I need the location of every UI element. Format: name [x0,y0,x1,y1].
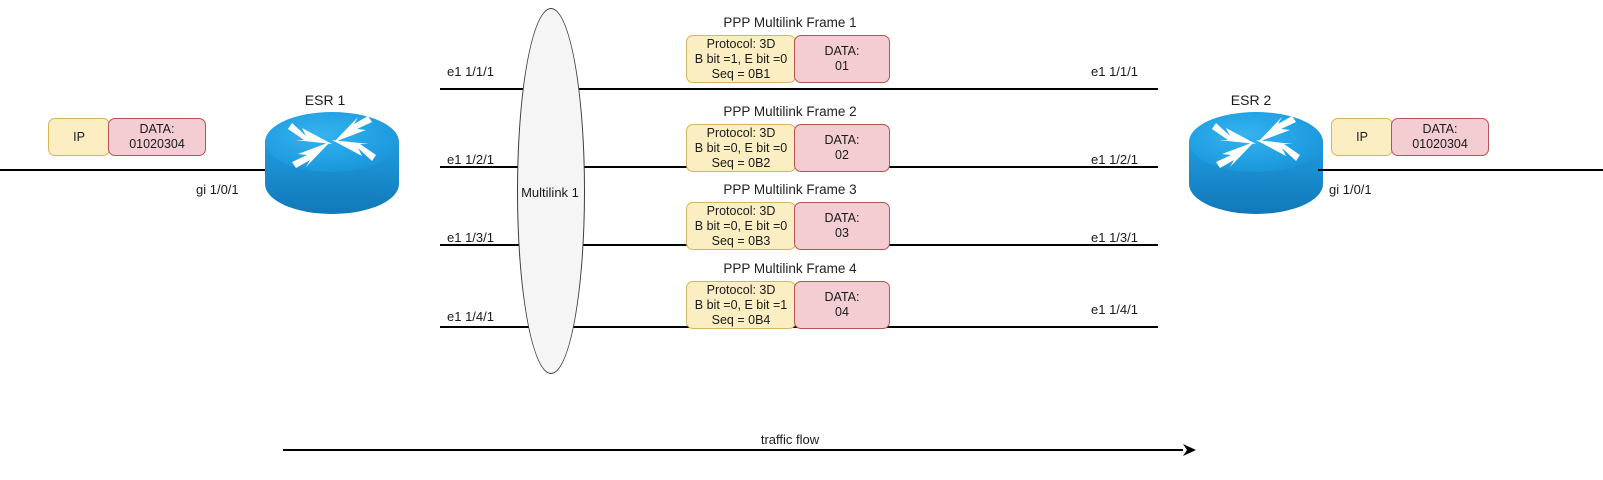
frame-4-packet: Protocol: 3D B bit =0, E bit =1 Seq = 0B… [686,281,890,329]
frame-4-seq: Seq = 0B4 [711,312,771,327]
link-2-right-interface: e1 1/2/1 [1091,152,1138,167]
frame-4-bits: B bit =0, E bit =1 [694,297,788,312]
link-4-right-interface: e1 1/4/1 [1091,302,1138,317]
frame-1-seq: Seq = 0B1 [711,66,771,81]
traffic-flow-arrow [283,440,1198,465]
frame-2-protocol: Protocol: 3D [706,125,776,140]
frame-4-data-value: 04 [835,305,849,319]
frame-4-title: PPP Multilink Frame 4 [723,261,857,276]
frame-1-title: PPP Multilink Frame 1 [723,15,857,30]
link-2-left-interface: e1 1/2/1 [447,152,494,167]
frame-3-data-value: 03 [835,226,849,240]
frame-4-header: Protocol: 3D B bit =0, E bit =1 Seq = 0B… [686,281,796,329]
right-router-interface-label: gi 1/0/1 [1329,182,1372,197]
left-router-title: ESR 1 [304,92,346,108]
router-icon-esr2[interactable] [1186,112,1326,227]
left-packet: IP DATA: 01020304 [48,118,206,156]
frame-2-bits: B bit =0, E bit =0 [694,140,788,155]
left-router-interface-label: gi 1/0/1 [196,182,239,197]
right-packet-data-title: DATA: [1422,122,1458,136]
traffic-flow-label: traffic flow [760,432,820,447]
link-line-1 [440,88,1158,90]
frame-3-seq: Seq = 0B3 [711,233,771,248]
frame-1-bits: B bit =1, E bit =0 [694,51,788,66]
right-packet-ip-label: IP [1356,129,1368,144]
right-packet-ip-header: IP [1331,118,1393,156]
frame-1-data-value: 01 [835,59,849,73]
link-3-left-interface: e1 1/3/1 [447,230,494,245]
right-lan-link-line [1318,169,1603,171]
left-packet-ip-label: IP [73,129,85,144]
frame-1-protocol: Protocol: 3D [706,36,776,51]
left-packet-data-title: DATA: [139,122,175,136]
frame-1-data: DATA: 01 [794,35,890,83]
frame-4-data-title: DATA: [824,290,860,304]
link-1-right-interface: e1 1/1/1 [1091,64,1138,79]
right-router-title: ESR 2 [1230,92,1272,108]
frame-3-header: Protocol: 3D B bit =0, E bit =0 Seq = 0B… [686,202,796,250]
frame-2-data-value: 02 [835,148,849,162]
frame-2-seq: Seq = 0B2 [711,155,771,170]
frame-4-protocol: Protocol: 3D [706,282,776,297]
right-packet-data: DATA: 01020304 [1391,118,1489,156]
right-packet: IP DATA: 01020304 [1331,118,1489,156]
right-packet-data-value: 01020304 [1412,137,1468,151]
multilink-bundle-label: Multilink 1 [521,185,579,200]
router-icon-esr1[interactable] [262,112,402,227]
link-3-right-interface: e1 1/3/1 [1091,230,1138,245]
frame-3-protocol: Protocol: 3D [706,203,776,218]
frame-2-data-title: DATA: [824,133,860,147]
left-lan-link-line [0,169,285,171]
frame-3-packet: Protocol: 3D B bit =0, E bit =0 Seq = 0B… [686,202,890,250]
left-packet-ip-header: IP [48,118,110,156]
frame-3-bits: B bit =0, E bit =0 [694,218,788,233]
frame-2-data: DATA: 02 [794,124,890,172]
frame-1-data-title: DATA: [824,44,860,58]
frame-4-data: DATA: 04 [794,281,890,329]
frame-1-packet: Protocol: 3D B bit =1, E bit =0 Seq = 0B… [686,35,890,83]
frame-2-packet: Protocol: 3D B bit =0, E bit =0 Seq = 0B… [686,124,890,172]
left-packet-data-value: 01020304 [129,137,185,151]
frame-2-header: Protocol: 3D B bit =0, E bit =0 Seq = 0B… [686,124,796,172]
multilink-bundle-ellipse[interactable] [517,8,585,374]
frame-2-title: PPP Multilink Frame 2 [723,104,857,119]
frame-1-header: Protocol: 3D B bit =1, E bit =0 Seq = 0B… [686,35,796,83]
frame-3-data-title: DATA: [824,211,860,225]
left-packet-data: DATA: 01020304 [108,118,206,156]
frame-3-data: DATA: 03 [794,202,890,250]
link-4-left-interface: e1 1/4/1 [447,309,494,324]
frame-3-title: PPP Multilink Frame 3 [723,182,857,197]
link-1-left-interface: e1 1/1/1 [447,64,494,79]
